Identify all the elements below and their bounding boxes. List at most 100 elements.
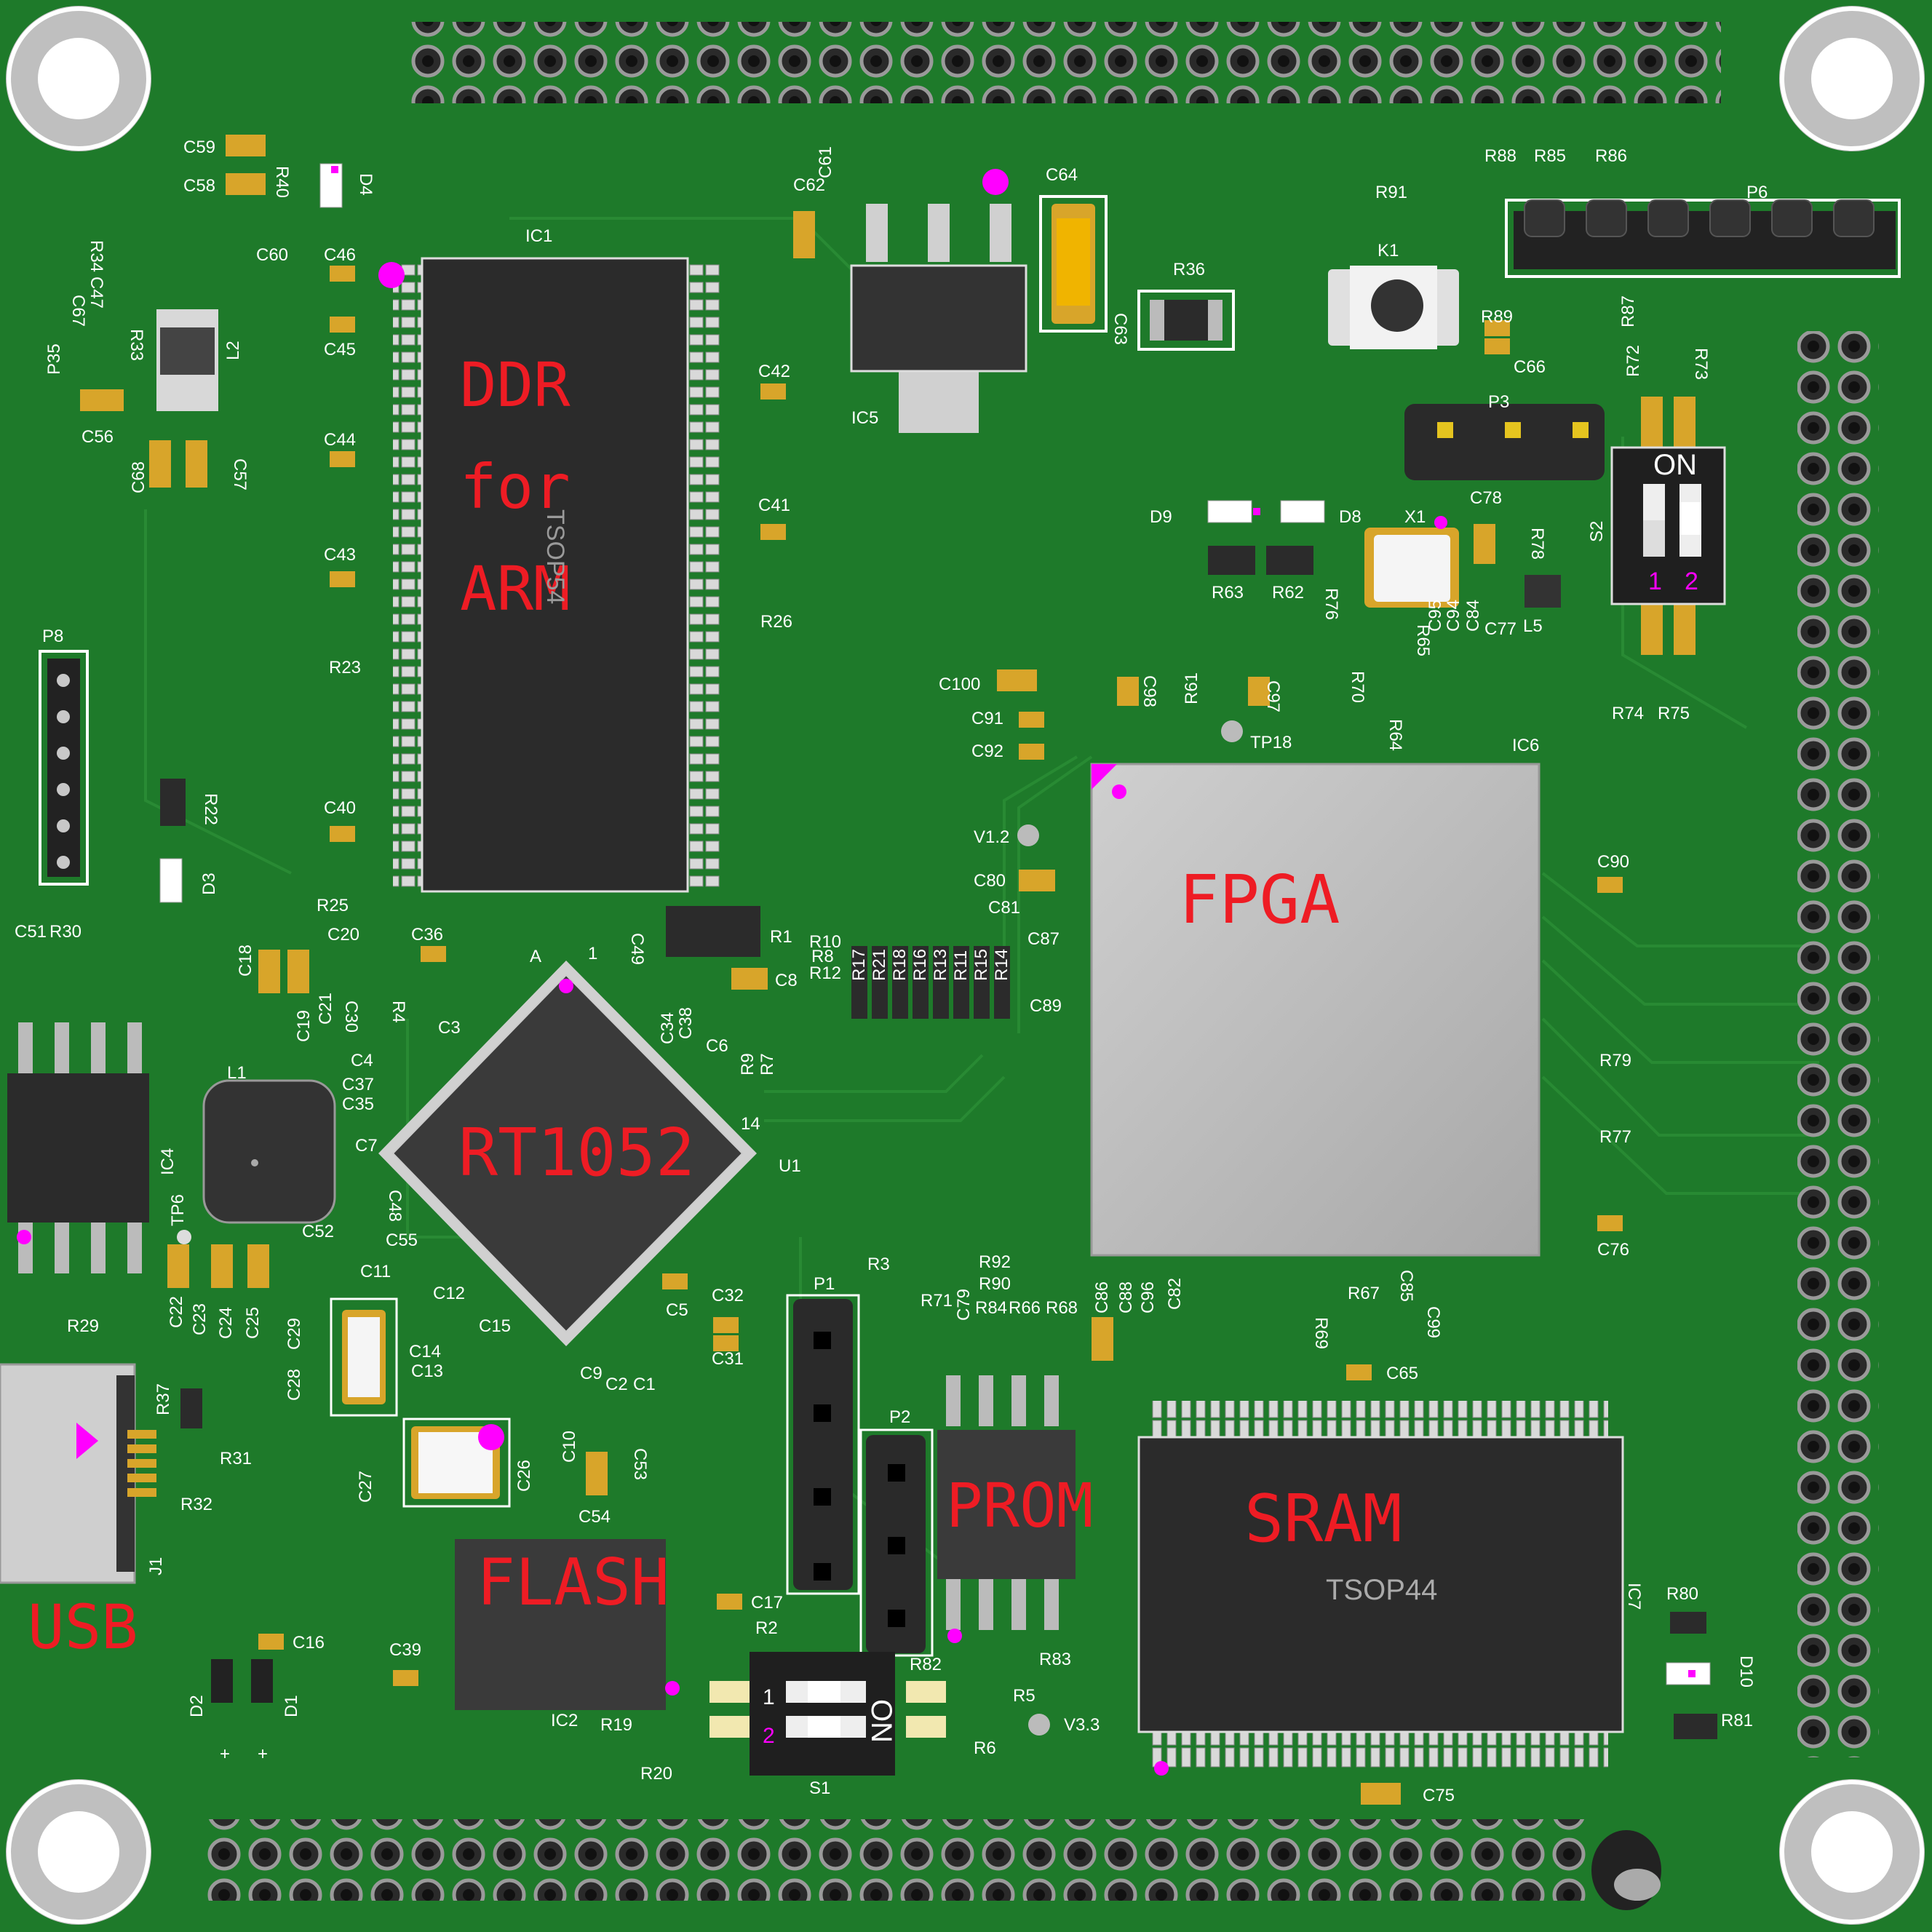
ref-c90: C90 — [1597, 852, 1629, 872]
ref-ic7: IC7 — [1624, 1583, 1644, 1610]
ref-r92: R92 — [979, 1252, 1011, 1272]
mounting-hole-top-left — [6, 6, 151, 151]
label-rt1052: RT1052 — [458, 1115, 695, 1191]
bottom-pin-header — [204, 1819, 1586, 1901]
ref-c46: C46 — [324, 245, 356, 265]
ref-c43: C43 — [324, 545, 356, 565]
header-p1 — [786, 1294, 860, 1595]
ref-c45: C45 — [324, 340, 356, 359]
ref-d9: D9 — [1150, 507, 1172, 527]
ref-r65: R65 — [1413, 624, 1433, 656]
label-sram-package: TSOP44 — [1326, 1574, 1437, 1606]
ref-r30: R30 — [49, 922, 82, 942]
ref-r18: R18 — [890, 949, 910, 981]
ref-r71: R71 — [921, 1291, 953, 1311]
dip-switch-s1 — [709, 1652, 946, 1776]
ref-r84: R84 — [975, 1298, 1007, 1318]
ref-r23: R23 — [329, 658, 361, 677]
ref-c99: C99 — [1423, 1306, 1443, 1338]
ref-c56: C56 — [82, 427, 114, 447]
buzzer — [1591, 1830, 1661, 1910]
ref-c17: C17 — [751, 1593, 783, 1613]
test-point-v12 — [1017, 824, 1039, 846]
ref-d8: D8 — [1339, 507, 1361, 527]
ref-p6: P6 — [1746, 183, 1768, 202]
ref-r74: R74 — [1612, 704, 1644, 723]
ref-c29: C29 — [285, 1318, 304, 1350]
header-p3 — [1404, 404, 1605, 480]
right-pin-header — [1797, 331, 1879, 1757]
ref-r73: R73 — [1691, 348, 1711, 380]
ref-c75: C75 — [1423, 1786, 1455, 1805]
ref-r78: R78 — [1527, 528, 1547, 560]
mcu-u1 — [378, 961, 757, 1346]
header-p2 — [859, 1428, 934, 1657]
ref-c37: C37 — [342, 1075, 374, 1094]
ref-r6: R6 — [974, 1738, 996, 1758]
ref-r7: R7 — [758, 1053, 777, 1076]
ref-c15: C15 — [479, 1316, 511, 1336]
ref-c47: C47 — [87, 277, 106, 309]
ref-r67: R67 — [1348, 1284, 1380, 1303]
ref-d4: D4 — [356, 173, 375, 196]
ref-r32: R32 — [180, 1495, 212, 1514]
ref-r82: R82 — [910, 1655, 942, 1674]
label-fpga: FPGA — [1179, 861, 1340, 939]
ref-c79: C79 — [954, 1289, 974, 1321]
ref-c28: C28 — [285, 1369, 304, 1401]
ref-c61: C61 — [816, 146, 835, 178]
ref-r34: R34 — [87, 240, 106, 272]
ref-r36: R36 — [1173, 260, 1205, 279]
chip-ic4 — [7, 1022, 149, 1273]
ref-ic5: IC5 — [851, 408, 878, 428]
regulator-ic5 — [850, 169, 1027, 433]
ref-c36: C36 — [411, 925, 443, 945]
ref-c98: C98 — [1140, 675, 1159, 707]
ref-c5: C5 — [666, 1300, 688, 1320]
ref-r62: R62 — [1272, 583, 1304, 603]
ref-r61: R61 — [1182, 672, 1201, 704]
ref-v33: V3.3 — [1064, 1715, 1100, 1735]
ref-c60: C60 — [256, 245, 288, 265]
tantalum-c64 — [1039, 195, 1108, 333]
inductor-l2 — [156, 309, 218, 411]
silkscreen-designators: IC1 IC5 IC6 IC2 U1 K1 L1 L5 X1 S1 P1 P2 … — [15, 138, 1768, 1805]
ref-c14: C14 — [409, 1342, 441, 1361]
ref-r64: R64 — [1386, 719, 1405, 751]
label-ddr: DDR — [460, 349, 571, 421]
label-sram: SRAM — [1244, 1481, 1402, 1557]
ref-c39: C39 — [389, 1640, 421, 1660]
ref-d2: D2 — [187, 1695, 207, 1717]
ref-c18: C18 — [236, 945, 255, 977]
ref-ic1: IC1 — [525, 226, 552, 246]
ref-c78: C78 — [1470, 488, 1502, 508]
ref-r81: R81 — [1721, 1711, 1753, 1730]
ref-c92: C92 — [971, 742, 1003, 761]
dip-switch-s2 — [1610, 397, 1726, 655]
ref-r12: R12 — [809, 963, 841, 983]
ref-c84: C84 — [1463, 600, 1483, 632]
top-pin-header — [411, 22, 1721, 103]
mounting-hole-bottom-right — [1779, 1779, 1925, 1925]
ref-c62: C62 — [793, 175, 825, 195]
ref-c6: C6 — [706, 1036, 728, 1056]
label-arm: ARM — [460, 553, 571, 624]
ref-r9: R9 — [738, 1053, 758, 1076]
s1-pos1-label: 1 — [763, 1685, 775, 1709]
ref-c27: C27 — [356, 1471, 375, 1503]
ref-c11: C11 — [360, 1262, 391, 1281]
ref-ic2: IC2 — [551, 1711, 578, 1730]
test-point-v33 — [1028, 1714, 1050, 1736]
ref-c10: C10 — [560, 1431, 579, 1463]
ref-s2: S2 — [1587, 521, 1607, 542]
label-usb: USB — [28, 1591, 138, 1663]
ref-c82: C82 — [1165, 1278, 1185, 1310]
mcu-pin-a-label: A — [530, 947, 541, 966]
ref-d1: D1 — [282, 1695, 301, 1717]
ref-l1: L1 — [227, 1063, 247, 1083]
mounting-hole-top-right — [1779, 6, 1925, 151]
ref-r72: R72 — [1623, 345, 1643, 377]
ref-p8: P8 — [42, 627, 63, 646]
ref-r37: R37 — [154, 1383, 173, 1415]
